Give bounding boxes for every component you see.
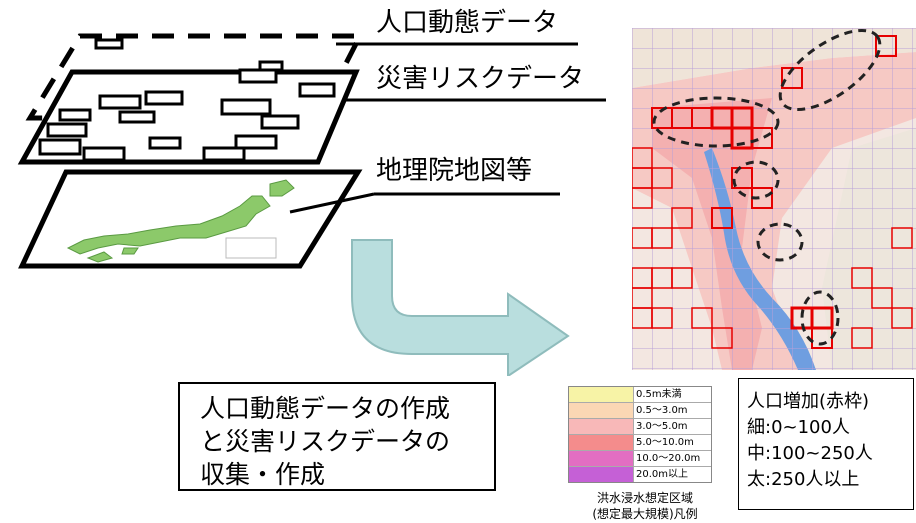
legend-swatch <box>569 451 634 466</box>
population-increase-box: 人口増加(赤枠) 細:0~100人 中:100~250人 太:250人以上 <box>738 378 914 510</box>
population-data-label: 人口動態データ <box>376 8 559 38</box>
basemap-connector <box>289 192 375 214</box>
legend-swatch <box>569 387 634 402</box>
legend-row: 10.0〜20.0m <box>569 451 711 467</box>
process-caption-box: 人口動態データの作成 と災害リスクデータの 収集・作成 <box>178 382 496 491</box>
population-thin: 細:0~100人 <box>747 417 850 438</box>
population-thick: 太:250人以上 <box>747 469 860 490</box>
legend-caption-line-2: (想定最大規模)凡例 <box>592 507 698 521</box>
japan-map-icon <box>66 179 295 263</box>
legend-label: 5.0〜10.0m <box>636 437 694 448</box>
legend-swatch <box>569 403 634 418</box>
caption-line-1: 人口動態データの作成 <box>200 394 451 423</box>
layer-stack-diagram <box>17 33 606 269</box>
legend-label: 20.0m以上 <box>636 469 689 480</box>
legend-row: 0.5m未満 <box>569 387 711 403</box>
caption-line-2: と災害リスクデータの <box>200 427 451 456</box>
legend-swatch <box>569 467 634 482</box>
population-medium: 中:100~250人 <box>747 443 873 464</box>
legend-row: 0.5〜3.0m <box>569 403 711 419</box>
population-title: 人口増加(赤枠) <box>747 391 870 412</box>
curved-arrow-icon <box>351 239 570 376</box>
flood-depth-legend: 0.5m未満 0.5〜3.0m 3.0〜5.0m 5.0〜10.0m 10.0〜20.0… <box>568 386 712 483</box>
caption-line-3: 収集・作成 <box>200 460 326 489</box>
risk-data-label: 災害リスクデータ <box>376 64 585 94</box>
legend-row: 20.0m以上 <box>569 467 711 482</box>
legend-label: 3.0〜5.0m <box>636 421 688 432</box>
legend-caption-line-1: 洪水浸水想定区域 <box>596 491 693 505</box>
legend-row: 3.0〜5.0m <box>569 419 711 435</box>
legend-caption: 洪水浸水想定区域 (想定最大規模)凡例 <box>570 490 720 522</box>
legend-label: 10.0〜20.0m <box>636 453 701 464</box>
legend-swatch <box>569 419 634 434</box>
legend-label: 0.5〜3.0m <box>636 405 688 416</box>
legend-label: 0.5m未満 <box>636 389 682 400</box>
hazard-map <box>632 28 916 370</box>
basemap-layer <box>18 169 363 269</box>
legend-swatch <box>569 435 634 450</box>
risk-data-layer <box>17 68 360 165</box>
legend-row: 5.0〜10.0m <box>569 435 711 451</box>
basemap-label: 地理院地図等 <box>376 156 533 186</box>
